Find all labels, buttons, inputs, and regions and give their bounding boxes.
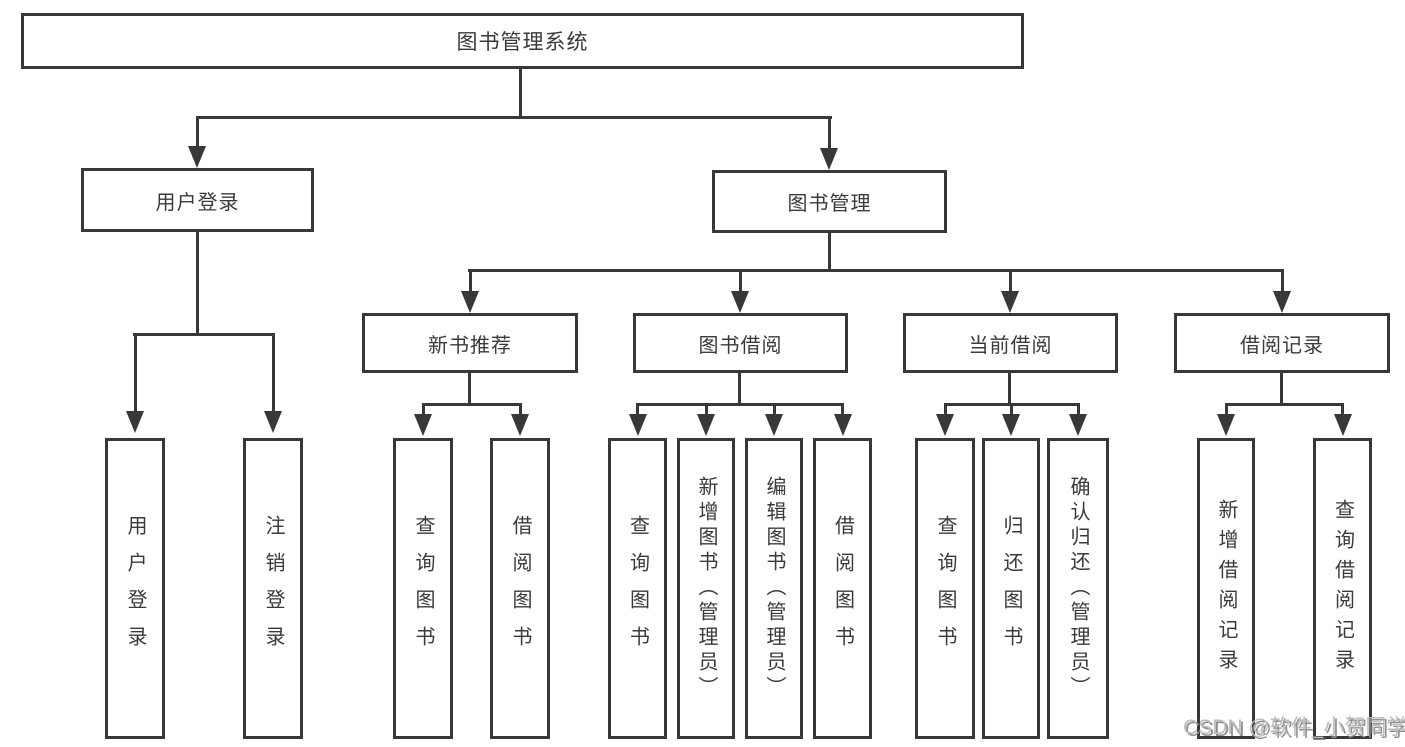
leaf-newbook-query-label: 查询图书 (412, 514, 434, 663)
leaf-records-query: 查询借阅记录 (1313, 438, 1372, 739)
node-current-borrow: 当前借阅 (903, 313, 1118, 373)
connector-root-trunk (519, 67, 522, 118)
connector-to-new-book-rec (469, 269, 472, 293)
arrowhead-current-confirm (1069, 414, 1087, 436)
leaf-logout: 注销登录 (243, 438, 303, 739)
leaf-current-return-label: 归还图书 (1000, 514, 1022, 663)
connector-to-borrow-query (636, 403, 639, 416)
arrowhead-leaf-logout (264, 411, 282, 433)
arrowhead-current-borrow (1001, 291, 1019, 313)
connector-root-to-user-login (196, 116, 199, 148)
arrowhead-records-query (1334, 414, 1352, 436)
connector-to-current-borrow (1009, 269, 1012, 293)
connector-book-borrow-bar (636, 403, 843, 406)
arrowhead-records-add (1217, 414, 1235, 436)
node-new-book-rec: 新书推荐 (362, 313, 578, 373)
node-book-mgmt: 图书管理 (712, 170, 947, 233)
arrowhead-new-book-rec (461, 291, 479, 313)
arrowhead-borrow-query (629, 414, 647, 436)
connector-root-bar (196, 116, 832, 119)
leaf-borrow-edit: 编辑图书（管理员） (745, 438, 803, 739)
connector-to-records-add (1225, 403, 1228, 416)
arrowhead-current-query (936, 414, 954, 436)
connector-book-mgmt-bar (468, 269, 1283, 272)
connector-to-borrow-add (705, 403, 708, 416)
leaf-borrow-add-label: 新增图书（管理员） (695, 476, 717, 701)
leaf-borrow-add: 新增图书（管理员） (677, 438, 735, 739)
leaf-current-query-label: 查询图书 (934, 514, 956, 663)
arrowhead-book-mgmt (820, 148, 838, 170)
leaf-current-return: 归还图书 (982, 438, 1040, 739)
arrowhead-newbook-borrow (511, 414, 529, 436)
arrowhead-borrow-edit (765, 414, 783, 436)
leaf-logout-label: 注销登录 (262, 514, 284, 663)
connector-to-borrow-records (1281, 269, 1284, 293)
leaf-borrow-query: 查询图书 (608, 438, 667, 739)
arrowhead-user-login (188, 146, 206, 168)
connector-to-current-query (944, 403, 947, 416)
leaf-borrow-borrow-label: 借阅图书 (831, 514, 854, 663)
connector-to-newbook-query (422, 403, 425, 416)
connector-to-newbook-borrow (519, 403, 522, 416)
connector-to-leaf-logout (272, 333, 275, 411)
leaf-newbook-borrow: 借阅图书 (490, 438, 550, 739)
connector-new-book-rec-bar (422, 403, 521, 406)
connector-root-to-book-mgmt (828, 116, 831, 150)
leaf-borrow-query-label: 查询图书 (626, 514, 649, 663)
leaf-current-confirm: 确认归还（管理员） (1047, 438, 1109, 739)
connector-to-leaf-user-login (134, 333, 137, 411)
connector-to-current-return (1010, 403, 1013, 416)
leaf-records-query-label: 查询借阅记录 (1331, 498, 1354, 679)
connector-to-borrow-edit (773, 403, 776, 416)
connector-to-borrow-borrow (841, 403, 844, 416)
connector-new-book-rec-trunk (468, 371, 471, 405)
arrowhead-book-borrow (731, 291, 749, 313)
leaf-newbook-borrow-label: 借阅图书 (509, 514, 531, 663)
leaf-records-add: 新增借阅记录 (1197, 438, 1255, 739)
leaf-current-confirm-label: 确认归还（管理员） (1067, 476, 1089, 701)
node-root: 图书管理系统 (21, 13, 1024, 69)
arrowhead-current-return (1002, 414, 1020, 436)
node-user-login: 用户登录 (81, 168, 314, 232)
connector-book-mgmt-trunk (828, 231, 831, 272)
connector-borrow-records-trunk (1280, 371, 1283, 405)
arrowhead-borrow-add (697, 414, 715, 436)
leaf-user-login-label: 用户登录 (124, 514, 146, 663)
arrowhead-borrow-records (1273, 291, 1291, 313)
connector-current-borrow-trunk (1008, 371, 1011, 405)
leaf-borrow-borrow: 借阅图书 (813, 438, 872, 739)
arrowhead-borrow-borrow (834, 414, 852, 436)
leaf-newbook-query: 查询图书 (393, 438, 453, 739)
connector-user-login-trunk (196, 230, 199, 335)
connector-to-records-query (1341, 403, 1344, 416)
leaf-records-add-label: 新增借阅记录 (1215, 498, 1237, 679)
node-book-borrow: 图书借阅 (633, 313, 848, 373)
leaf-borrow-edit-label: 编辑图书（管理员） (763, 476, 785, 701)
arrowhead-leaf-user-login (126, 411, 144, 433)
connector-user-login-bar (133, 333, 275, 336)
csdn-watermark: CSDN @软件_小贺同学 (1183, 716, 1405, 739)
connector-borrow-records-bar (1225, 403, 1343, 406)
connector-book-borrow-trunk (738, 371, 741, 405)
leaf-user-login: 用户登录 (105, 438, 165, 739)
connector-to-book-borrow (739, 269, 742, 293)
leaf-current-query: 查询图书 (915, 438, 975, 739)
connector-to-current-confirm (1077, 403, 1080, 416)
arrowhead-newbook-query (414, 414, 432, 436)
node-borrow-records: 借阅记录 (1174, 313, 1390, 373)
